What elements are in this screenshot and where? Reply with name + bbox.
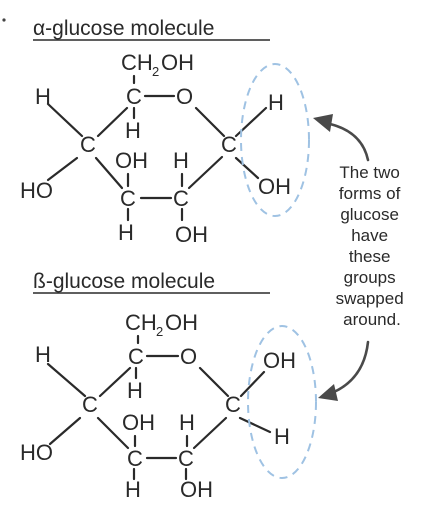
beta-oh3-group: OH bbox=[122, 410, 155, 435]
beta-h3-atom: H bbox=[125, 477, 141, 500]
alpha-ho4-group: HO bbox=[20, 178, 53, 203]
beta-h1-atom: H bbox=[274, 424, 290, 449]
beta-ch2oh-ch: CH bbox=[125, 310, 157, 335]
bullet-dot bbox=[2, 18, 6, 22]
annotation-line: glucose bbox=[340, 205, 399, 224]
alpha-oh1-group: OH bbox=[258, 174, 291, 199]
alpha-c2-atom: C bbox=[173, 186, 189, 211]
alpha-h1-atom: H bbox=[268, 90, 284, 115]
beta-ch2oh-oh: OH bbox=[165, 310, 198, 335]
alpha-ch2oh-oh: OH bbox=[161, 50, 194, 75]
alpha-ch2oh-subscript: 2 bbox=[152, 64, 159, 79]
beta-glucose-diagram: ß-glucose molecule CH 2 OH C O H H C HO … bbox=[20, 270, 317, 502]
beta-bonds bbox=[46, 334, 272, 481]
alpha-swap-highlight-oval bbox=[240, 63, 310, 217]
beta-oh1-group: OH bbox=[263, 348, 296, 373]
annotation-text: The two forms of glucose have these grou… bbox=[336, 163, 409, 329]
beta-ch2oh-subscript: 2 bbox=[156, 324, 163, 339]
upper-arrow-icon bbox=[328, 122, 370, 162]
upper-arrowhead-icon bbox=[313, 114, 333, 132]
beta-h2-atom: H bbox=[179, 410, 195, 435]
alpha-h2-atom: H bbox=[173, 148, 189, 173]
annotation-line: forms of bbox=[339, 184, 401, 203]
lower-arrowhead-icon bbox=[318, 384, 338, 401]
beta-c3-atom: C bbox=[127, 446, 143, 471]
alpha-h3-atom: H bbox=[118, 220, 134, 245]
annotation-line: around. bbox=[343, 310, 401, 329]
alpha-ch2oh-ch: CH bbox=[121, 50, 153, 75]
beta-title: ß-glucose molecule bbox=[33, 270, 215, 293]
alpha-c5-atom: C bbox=[126, 84, 142, 109]
alpha-oh3-group: OH bbox=[115, 148, 148, 173]
alpha-h4-atom: H bbox=[35, 84, 51, 109]
beta-c2-atom: C bbox=[178, 446, 194, 471]
annotation: The two forms of glucose have these grou… bbox=[313, 114, 409, 401]
annotation-line: swapped bbox=[336, 289, 404, 308]
alpha-c3-atom: C bbox=[120, 186, 136, 211]
beta-h5-atom: H bbox=[127, 378, 143, 403]
alpha-h5-atom: H bbox=[125, 118, 141, 143]
beta-c4-atom: C bbox=[82, 392, 98, 417]
annotation-line: groups bbox=[344, 268, 396, 287]
lower-arrow-icon bbox=[332, 340, 370, 394]
beta-ring-oxygen: O bbox=[180, 344, 197, 369]
beta-ho4-group: HO bbox=[20, 440, 53, 465]
alpha-title: α-glucose molecule bbox=[33, 17, 214, 40]
alpha-glucose-diagram: α-glucose molecule CH 2 OH C O H H C HO … bbox=[20, 17, 310, 247]
alpha-c1-atom: C bbox=[221, 132, 237, 157]
annotation-line: these bbox=[349, 247, 391, 266]
beta-c5-atom: C bbox=[128, 344, 144, 369]
beta-swap-highlight-oval bbox=[247, 325, 317, 479]
beta-c1-atom: C bbox=[225, 392, 241, 417]
alpha-c4-atom: C bbox=[80, 132, 96, 157]
alpha-oh2-group: OH bbox=[175, 222, 208, 247]
annotation-line: have bbox=[351, 226, 388, 245]
beta-oh2-group: OH bbox=[180, 477, 213, 500]
beta-h4-atom: H bbox=[35, 342, 51, 367]
annotation-line: The two bbox=[339, 163, 399, 182]
alpha-ring-oxygen: O bbox=[176, 84, 193, 109]
